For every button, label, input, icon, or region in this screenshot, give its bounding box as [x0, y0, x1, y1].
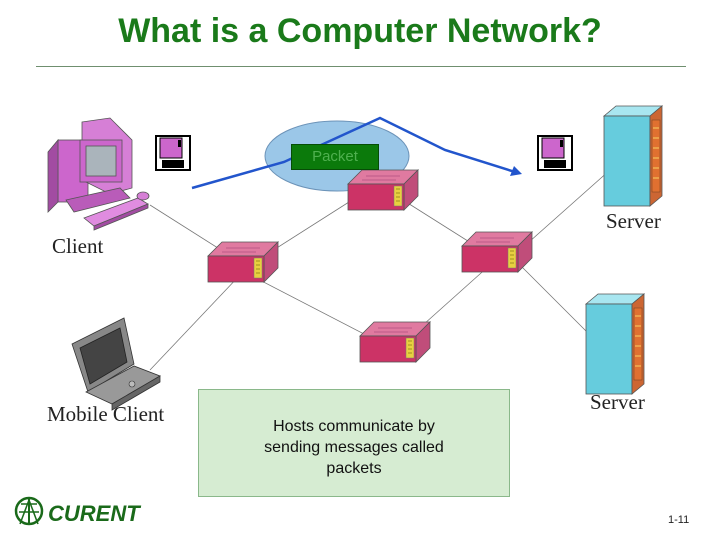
server-tower-icon: [603, 105, 663, 207]
mobile-client-label: Mobile Client: [47, 402, 165, 426]
server-tower-icon: [585, 293, 645, 395]
floppy-disk-icon: [537, 135, 573, 171]
info-note-box: Hosts communicate by sending messages ca…: [198, 389, 510, 497]
logo: CURENT: [14, 494, 144, 533]
page-number: 1-11: [668, 514, 690, 526]
router-icon: [347, 169, 419, 211]
page-title: What is a Computer Network?: [118, 12, 602, 50]
client-label: Client: [52, 234, 104, 258]
logo-wordmark: CURENT: [48, 501, 141, 526]
server-label-bottom: Server: [590, 390, 645, 414]
packet-path-arrowhead: [510, 166, 522, 176]
packet-label: Packet: [291, 144, 379, 170]
laptop-icon: [71, 317, 161, 411]
info-note-text: Hosts communicate by sending messages ca…: [264, 417, 444, 477]
desktop-computer-icon: [47, 117, 150, 231]
packet-path: [191, 116, 516, 190]
router-icon: [461, 231, 533, 273]
title-divider: [36, 66, 686, 67]
curent-logo-mark: [14, 496, 44, 526]
server-label-top: Server: [606, 209, 661, 233]
floppy-disk-icon: [155, 135, 191, 171]
router-icon: [207, 241, 279, 283]
router-icon: [359, 321, 431, 363]
logo-text: CURENT: [48, 501, 141, 526]
